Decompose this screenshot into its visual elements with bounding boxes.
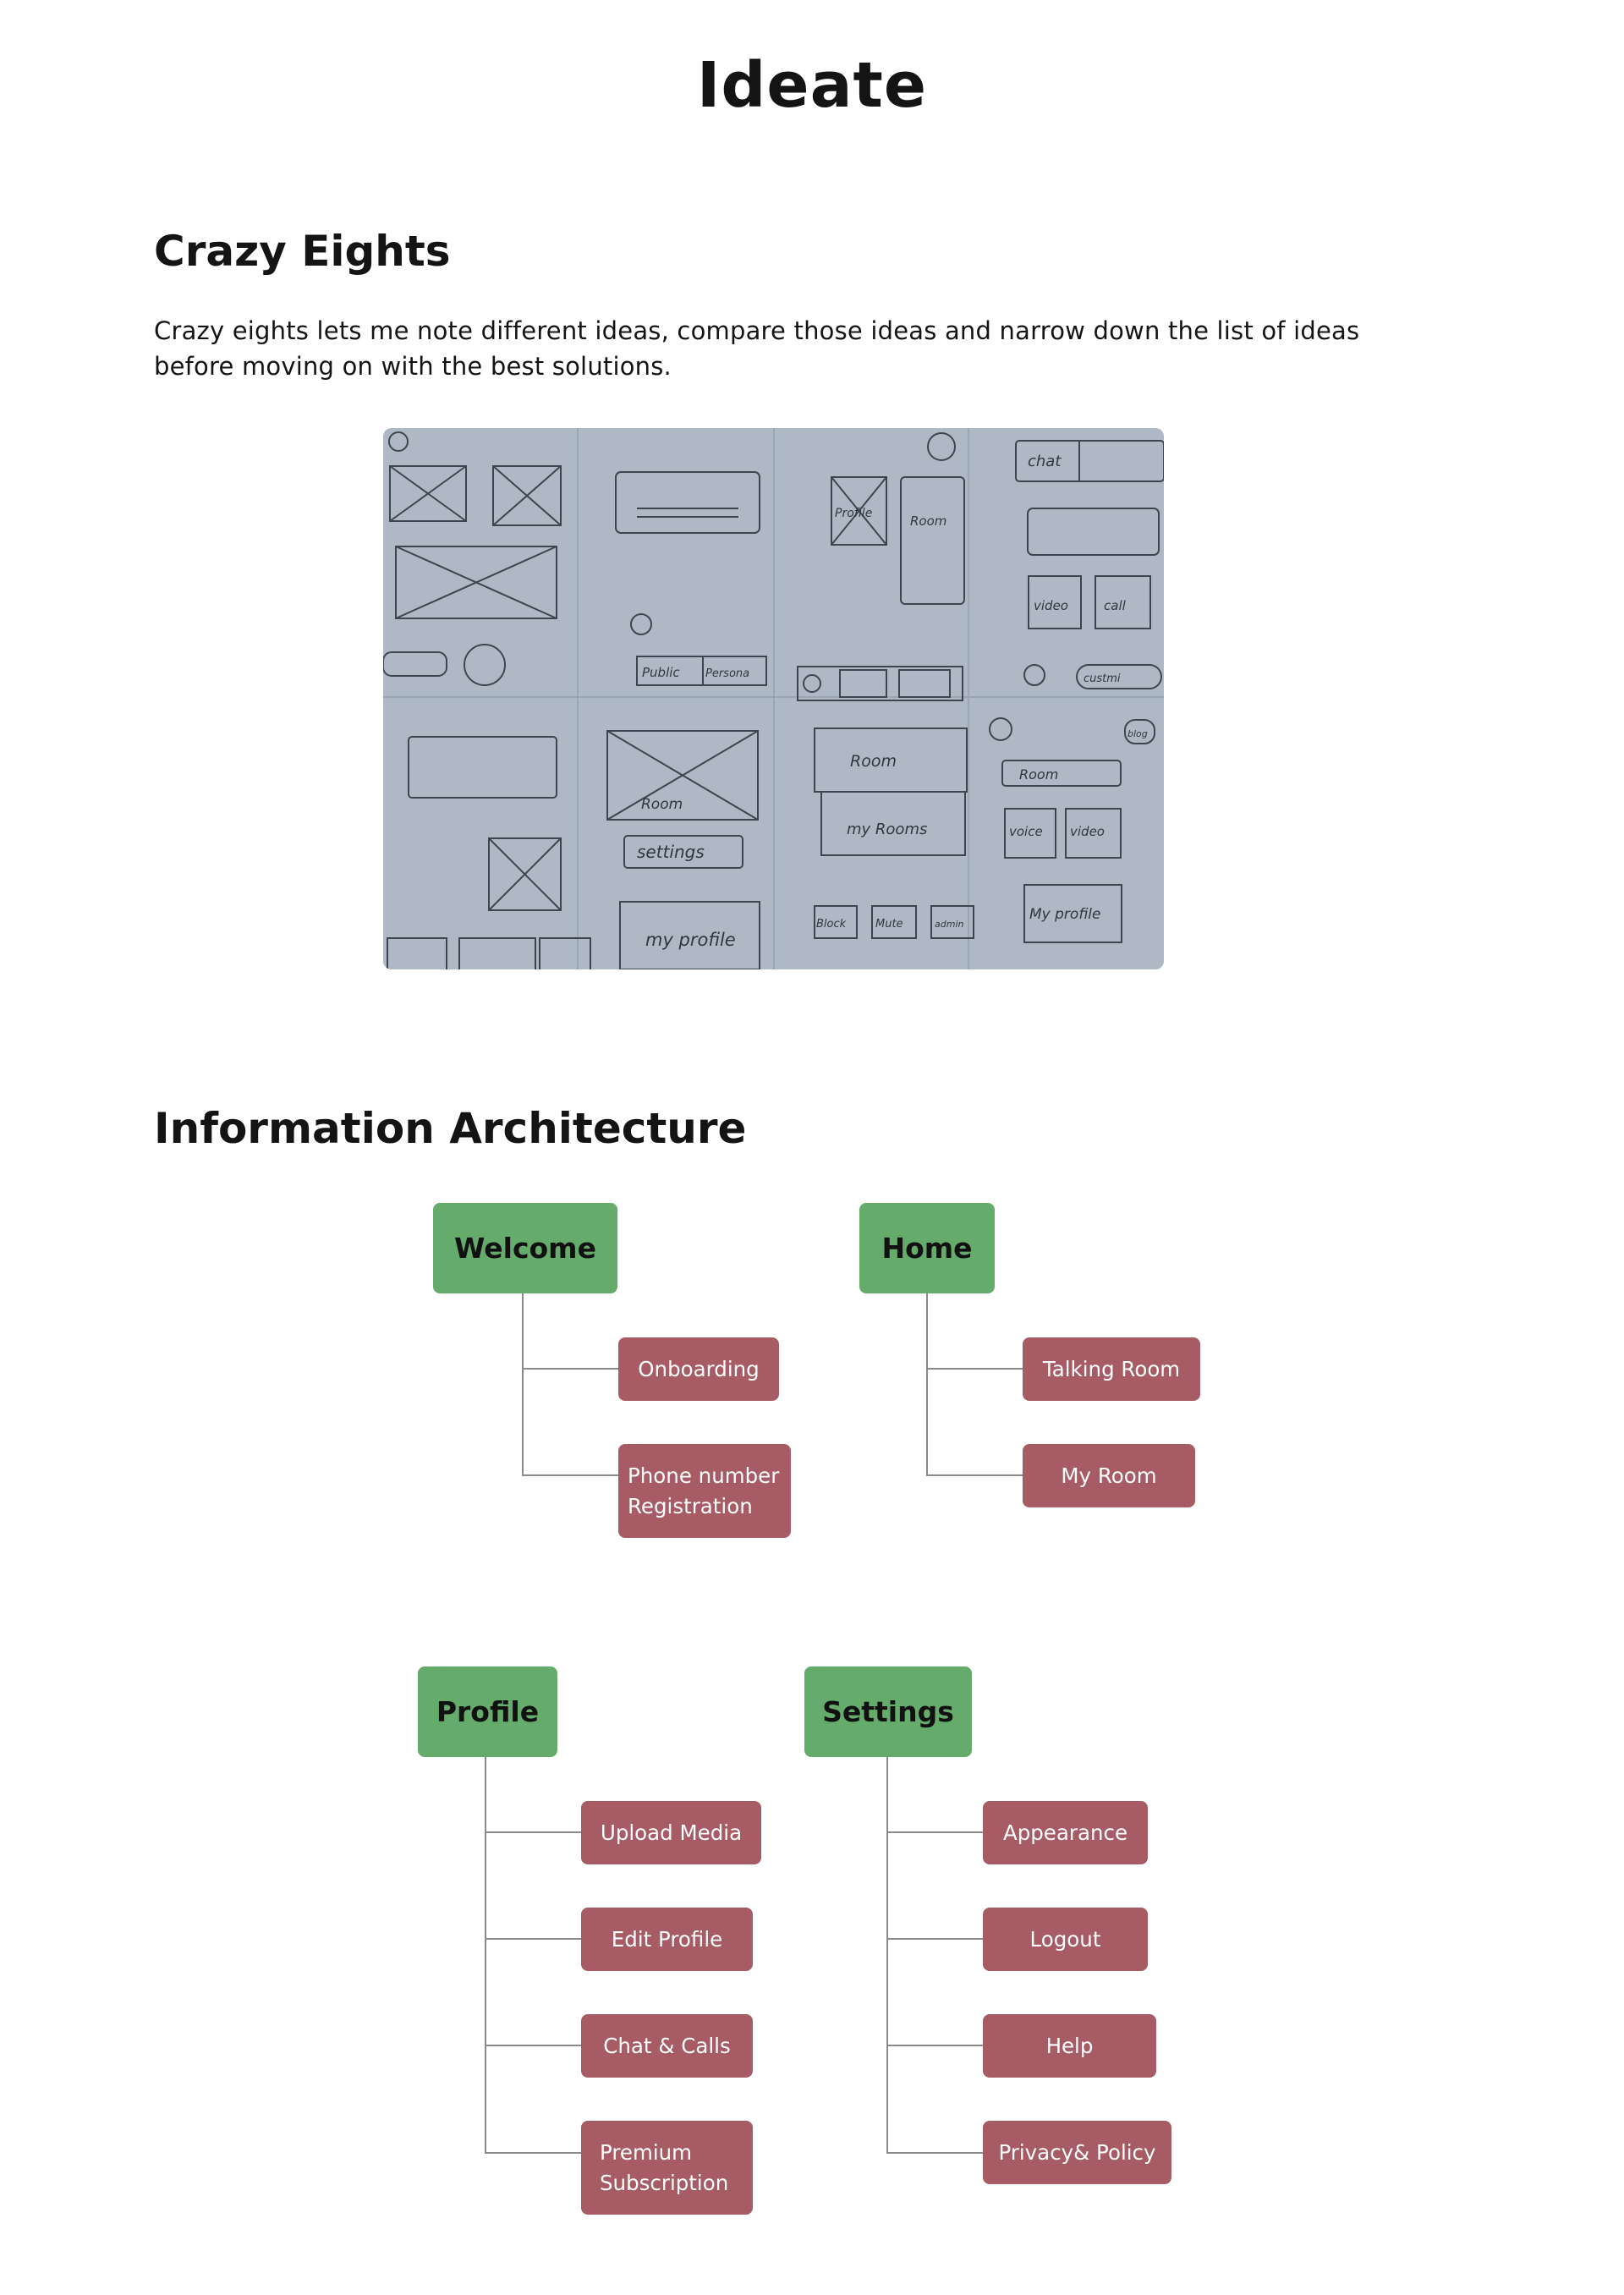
ia-node-talking-room: Talking Room (1023, 1337, 1200, 1401)
avatar-sketch (464, 644, 506, 686)
sketch-label-voice: voice (1009, 824, 1043, 839)
sketch-image-box (389, 465, 467, 522)
connector-branch (485, 1938, 581, 1940)
sketch-label-video-2: video (1070, 824, 1105, 839)
sketch-label-settings: settings (637, 842, 705, 862)
connector-branch (886, 1831, 983, 1833)
connector-branch (485, 1831, 581, 1833)
ia-node-appearance: Appearance (983, 1801, 1148, 1864)
sketch-label-chat: chat (1028, 453, 1062, 470)
sketch-label-room-3: Room (850, 752, 897, 771)
connector-trunk (926, 1293, 928, 1476)
sketch-profile-box (831, 476, 887, 546)
sketch-label-block: Block (816, 918, 847, 931)
crazy-eights-description: Crazy eights lets me note different idea… (154, 316, 1360, 381)
connector-branch (926, 1368, 1023, 1370)
connector-branch (886, 2045, 983, 2046)
sketch-label-room-4: Room (1019, 766, 1058, 782)
ia-node-chat-calls: Chat & Calls (581, 2014, 753, 2078)
sketch-label-blog: blog (1127, 728, 1148, 739)
sketch-label-persona: Persona (705, 667, 749, 680)
ia-node-my-room: My Room (1023, 1444, 1195, 1507)
crazy-eights-sketch-photo: chat Profile Room video call Public Pers… (383, 428, 1164, 969)
sketch-image-box (488, 837, 562, 911)
ia-node-onboarding: Onboarding (618, 1337, 779, 1401)
connector-branch (522, 1474, 618, 1476)
connector-trunk (886, 1757, 888, 2154)
sketch-label-room: Room (910, 513, 946, 529)
sketch-image-box (492, 465, 562, 526)
sketch-tabs (797, 666, 963, 701)
sketch-label-public: Public (642, 665, 680, 680)
information-architecture-heading: Information Architecture (154, 1104, 747, 1153)
sketch-room-card (900, 476, 965, 605)
ia-node-phone-registration: Phone number Registration (618, 1444, 791, 1538)
sketch-card (615, 471, 760, 534)
sketch-label-call: call (1104, 598, 1127, 613)
ia-node-upload-media: Upload Media (581, 1801, 761, 1864)
sketch-label-profile: Profile (835, 507, 872, 520)
sketch-label-video: video (1034, 598, 1068, 613)
connector-trunk (522, 1293, 524, 1476)
ia-node-welcome: Welcome (433, 1203, 617, 1293)
ia-node-home: Home (859, 1203, 995, 1293)
sketch-label-my-rooms: my Rooms (847, 821, 927, 838)
sketch-label-my-profile-2: My profile (1029, 906, 1100, 923)
page-title: Ideate (696, 49, 928, 122)
crazy-eights-heading: Crazy Eights (154, 227, 451, 276)
ia-node-settings: Settings (804, 1666, 972, 1757)
connector-branch (886, 1938, 983, 1940)
ia-node-logout: Logout (983, 1908, 1148, 1971)
ia-node-premium-subscription: Premium Subscription (581, 2121, 753, 2215)
sketch-banner (395, 546, 557, 619)
sketch-label-admin: admin (935, 919, 963, 930)
connector-branch (522, 1368, 618, 1370)
connector-branch (886, 2152, 983, 2154)
sketch-label-room-2: Room (641, 796, 683, 813)
ia-node-help: Help (983, 2014, 1156, 2078)
sketch-label-customise: custmi (1084, 673, 1121, 685)
sketch-label-mute: Mute (875, 918, 903, 931)
ia-node-profile: Profile (418, 1666, 557, 1757)
sun-icon (388, 431, 409, 452)
connector-branch (485, 2045, 581, 2046)
ia-node-privacy-policy: Privacy& Policy (983, 2121, 1171, 2184)
connector-branch (926, 1474, 1023, 1476)
sketch-label-my-profile: my profile (645, 930, 736, 950)
connector-branch (485, 2152, 581, 2154)
connector-trunk (485, 1757, 486, 2154)
ia-node-edit-profile: Edit Profile (581, 1908, 753, 1971)
